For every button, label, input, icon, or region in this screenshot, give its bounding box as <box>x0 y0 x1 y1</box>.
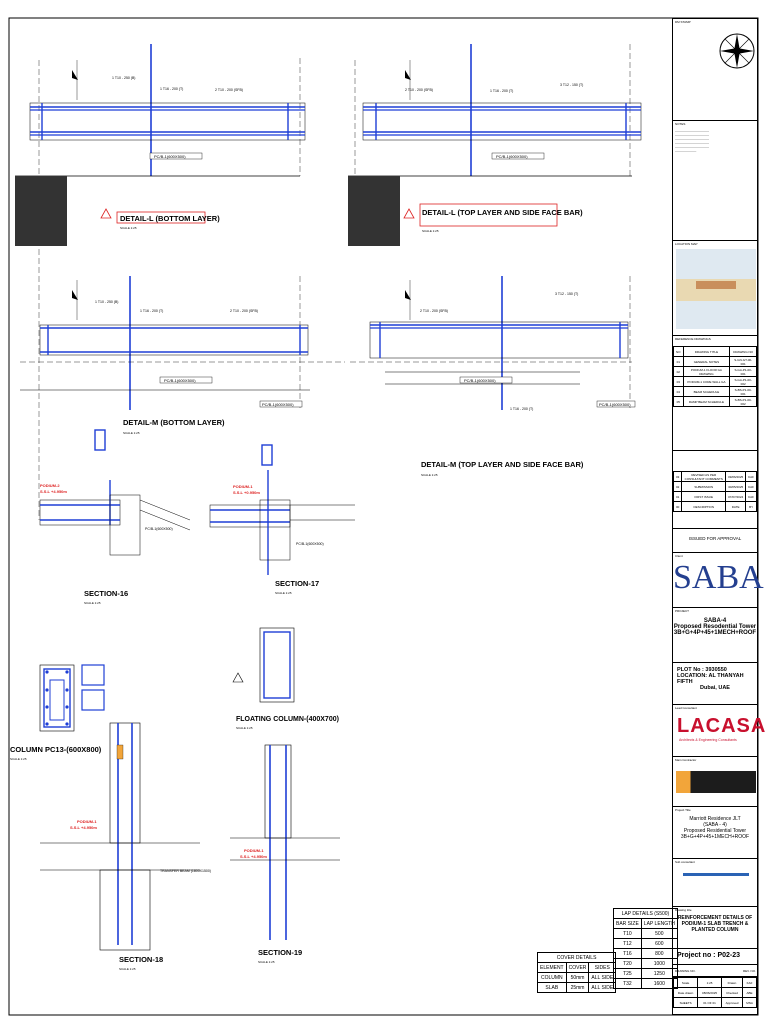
client-area: Client SABA <box>673 553 764 608</box>
svg-text:PC/B-1(600X500): PC/B-1(600X500) <box>296 542 324 546</box>
sheet-border <box>8 17 759 1016</box>
svg-text:S.S.L +4.950m: S.S.L +4.950m <box>40 489 67 494</box>
svg-text:1 T16 - 200 (T): 1 T16 - 200 (T) <box>490 89 513 93</box>
column-pc13-title: COLUMN PC13-(600X800) <box>10 745 102 754</box>
detail-m-top-title: DETAIL-M (TOP LAYER AND SIDE FACE BAR) <box>421 460 584 469</box>
column-pc13: COLUMN PC13-(600X800) SCALE 1:25 <box>10 664 105 761</box>
client-logo: SABA <box>673 559 764 596</box>
title-block: DM STAMP NOTES ─────────────────────────… <box>672 18 765 1016</box>
section-17: PODIUM-1 S.S.L +0.950m PC/B-1(600X500) S… <box>209 444 355 595</box>
section-17-title: SECTION-17 <box>275 579 319 588</box>
svg-text:1 T10 - 250 (B): 1 T10 - 250 (B) <box>112 76 135 80</box>
svg-text:SCALE 1:25: SCALE 1:25 <box>258 960 275 964</box>
issue-status: ISSUED FOR APPROVAL <box>673 529 757 553</box>
detail-l-bottom-title: DETAIL-L (BOTTOM LAYER) <box>120 214 220 223</box>
svg-text:PC/B-1(600X500): PC/B-1(600X500) <box>262 402 294 407</box>
drawing-title-area: Drawing title REINFORCEMENT DETAILS OF P… <box>673 907 757 949</box>
svg-text:S.S.L +4.950m: S.S.L +4.950m <box>70 825 97 830</box>
svg-text:2 T10 - 200 (SFB): 2 T10 - 200 (SFB) <box>230 309 258 313</box>
svg-text:PC/B-1(600X500): PC/B-1(600X500) <box>145 527 173 531</box>
svg-text:PODIUM-1: PODIUM-1 <box>244 848 264 853</box>
svg-text:PC/B-1(600X500): PC/B-1(600X500) <box>496 154 528 159</box>
svg-text:1 T16 - 200 (T): 1 T16 - 200 (T) <box>140 309 163 313</box>
location-map-image <box>676 249 756 329</box>
project-area: PROJECT SABA-4 Proposed Resodential Towe… <box>673 608 757 663</box>
svg-text:SCALE 1:25: SCALE 1:25 <box>275 591 292 595</box>
section-16-title: SECTION-16 <box>84 589 128 598</box>
svg-text:SCALE 1:25: SCALE 1:25 <box>421 473 438 477</box>
svg-text:1 T10 - 250 (B): 1 T10 - 250 (B) <box>95 300 118 304</box>
svg-text:PODIUM-1: PODIUM-1 <box>77 819 97 824</box>
project-number: Project no : P02-23 <box>673 949 757 965</box>
sub-consultant-logo <box>683 873 749 900</box>
svg-text:PC/B-1(600X500): PC/B-1(600X500) <box>164 378 196 383</box>
svg-text:3 T12 - 150 (T): 3 T12 - 150 (T) <box>560 83 583 87</box>
contractor-area: Main Contractor <box>673 757 757 807</box>
svg-text:2 T10 - 200 (SFB): 2 T10 - 200 (SFB) <box>215 88 243 92</box>
detail-m-top: PC/B-1(600X500) PC/B-1(600X500) 3 T12 - … <box>350 276 636 477</box>
consultant-area: Lead Consultant LACASA Architects & Engi… <box>673 705 765 757</box>
svg-text:PC/B-1(600X500): PC/B-1(600X500) <box>599 402 631 407</box>
section-16: PODIUM-2 S.S.L +4.950m PC/B-1(600X500) S… <box>39 429 191 605</box>
svg-text:1 T16 - 200 (T): 1 T16 - 200 (T) <box>160 87 183 91</box>
svg-text:S.S.L +0.950m: S.S.L +0.950m <box>233 490 260 495</box>
svg-text:TRANSFER BEAM (1800X1500): TRANSFER BEAM (1800X1500) <box>160 869 211 873</box>
svg-text:SCALE 1:25: SCALE 1:25 <box>123 431 140 435</box>
svg-text:SCALE 1:25: SCALE 1:25 <box>422 229 439 233</box>
detail-l-top: PC/B-1(600X500) 3 T12 - 150 (T) 1 T16 - … <box>348 44 642 246</box>
svg-text:SCALE 1:25: SCALE 1:25 <box>120 226 137 230</box>
svg-text:3 T12 - 150 (T): 3 T12 - 150 (T) <box>555 292 578 296</box>
notes-area: NOTES ──────────────────────────────────… <box>673 121 757 241</box>
section-18: PODIUM-1 S.S.L +4.950m TRANSFER BEAM (18… <box>40 722 211 971</box>
detail-l-bottom: PC/B-1(600X500) 1 T10 - 250 (B) 1 T16 - … <box>15 44 306 246</box>
detail-m-bottom-title: DETAIL-M (BOTTOM LAYER) <box>123 418 225 427</box>
svg-text:SCALE 1:25: SCALE 1:25 <box>119 967 136 971</box>
contractor-logo <box>676 771 756 793</box>
drawing-number: DRAWING NO. REV. NO. <box>673 965 757 977</box>
section-18-title: SECTION-18 <box>119 955 163 964</box>
svg-text:SCALE 1:25: SCALE 1:25 <box>84 601 101 605</box>
svg-text:SCALE 1:25: SCALE 1:25 <box>10 757 27 761</box>
seal-area: DM STAMP <box>673 19 757 121</box>
section-19: PODIUM-1 S.S.L +4.950m SECTION-19 SCALE … <box>230 744 340 964</box>
section-19-title: SECTION-19 <box>258 948 302 957</box>
svg-text:SCALE 1:25: SCALE 1:25 <box>236 726 253 730</box>
svg-text:PODIUM-2: PODIUM-2 <box>40 483 60 488</box>
consultant-logo: LACASA <box>677 715 767 737</box>
detail-m-bottom: PC/B-1(600X500) PC/B-1(600X500) 1 T10 - … <box>20 276 345 435</box>
svg-text:PODIUM-1: PODIUM-1 <box>233 484 253 489</box>
north-arrow-icon <box>719 33 755 69</box>
detail-l-top-title: DETAIL-L (TOP LAYER AND SIDE FACE BAR) <box>422 208 583 217</box>
project-title-area: Project Title Marriott Residence JLT (SA… <box>673 807 757 859</box>
svg-text:S.S.L +4.950m: S.S.L +4.950m <box>240 854 267 859</box>
plot-area: PLOT No : 3930550 LOCATION: AL THANYAH F… <box>673 663 757 705</box>
svg-text:1 T16 - 200 (T): 1 T16 - 200 (T) <box>510 407 533 411</box>
floating-column-title: FLOATING COLUMN-(400X700) <box>236 716 339 723</box>
svg-text:2 T10 - 200 (SFB): 2 T10 - 200 (SFB) <box>420 309 448 313</box>
svg-text:PC/B-1(600X500): PC/B-1(600X500) <box>464 378 496 383</box>
svg-text:2 T10 - 200 (SFB): 2 T10 - 200 (SFB) <box>405 88 433 92</box>
location-map: LOCATION MAP <box>673 241 757 336</box>
sub-consultant-area: Sub consultant <box>673 859 757 907</box>
floating-column: FLOATING COLUMN-(400X700) SCALE 1:25 <box>232 627 339 730</box>
svg-text:PC/B-1(600X500): PC/B-1(600X500) <box>154 154 186 159</box>
